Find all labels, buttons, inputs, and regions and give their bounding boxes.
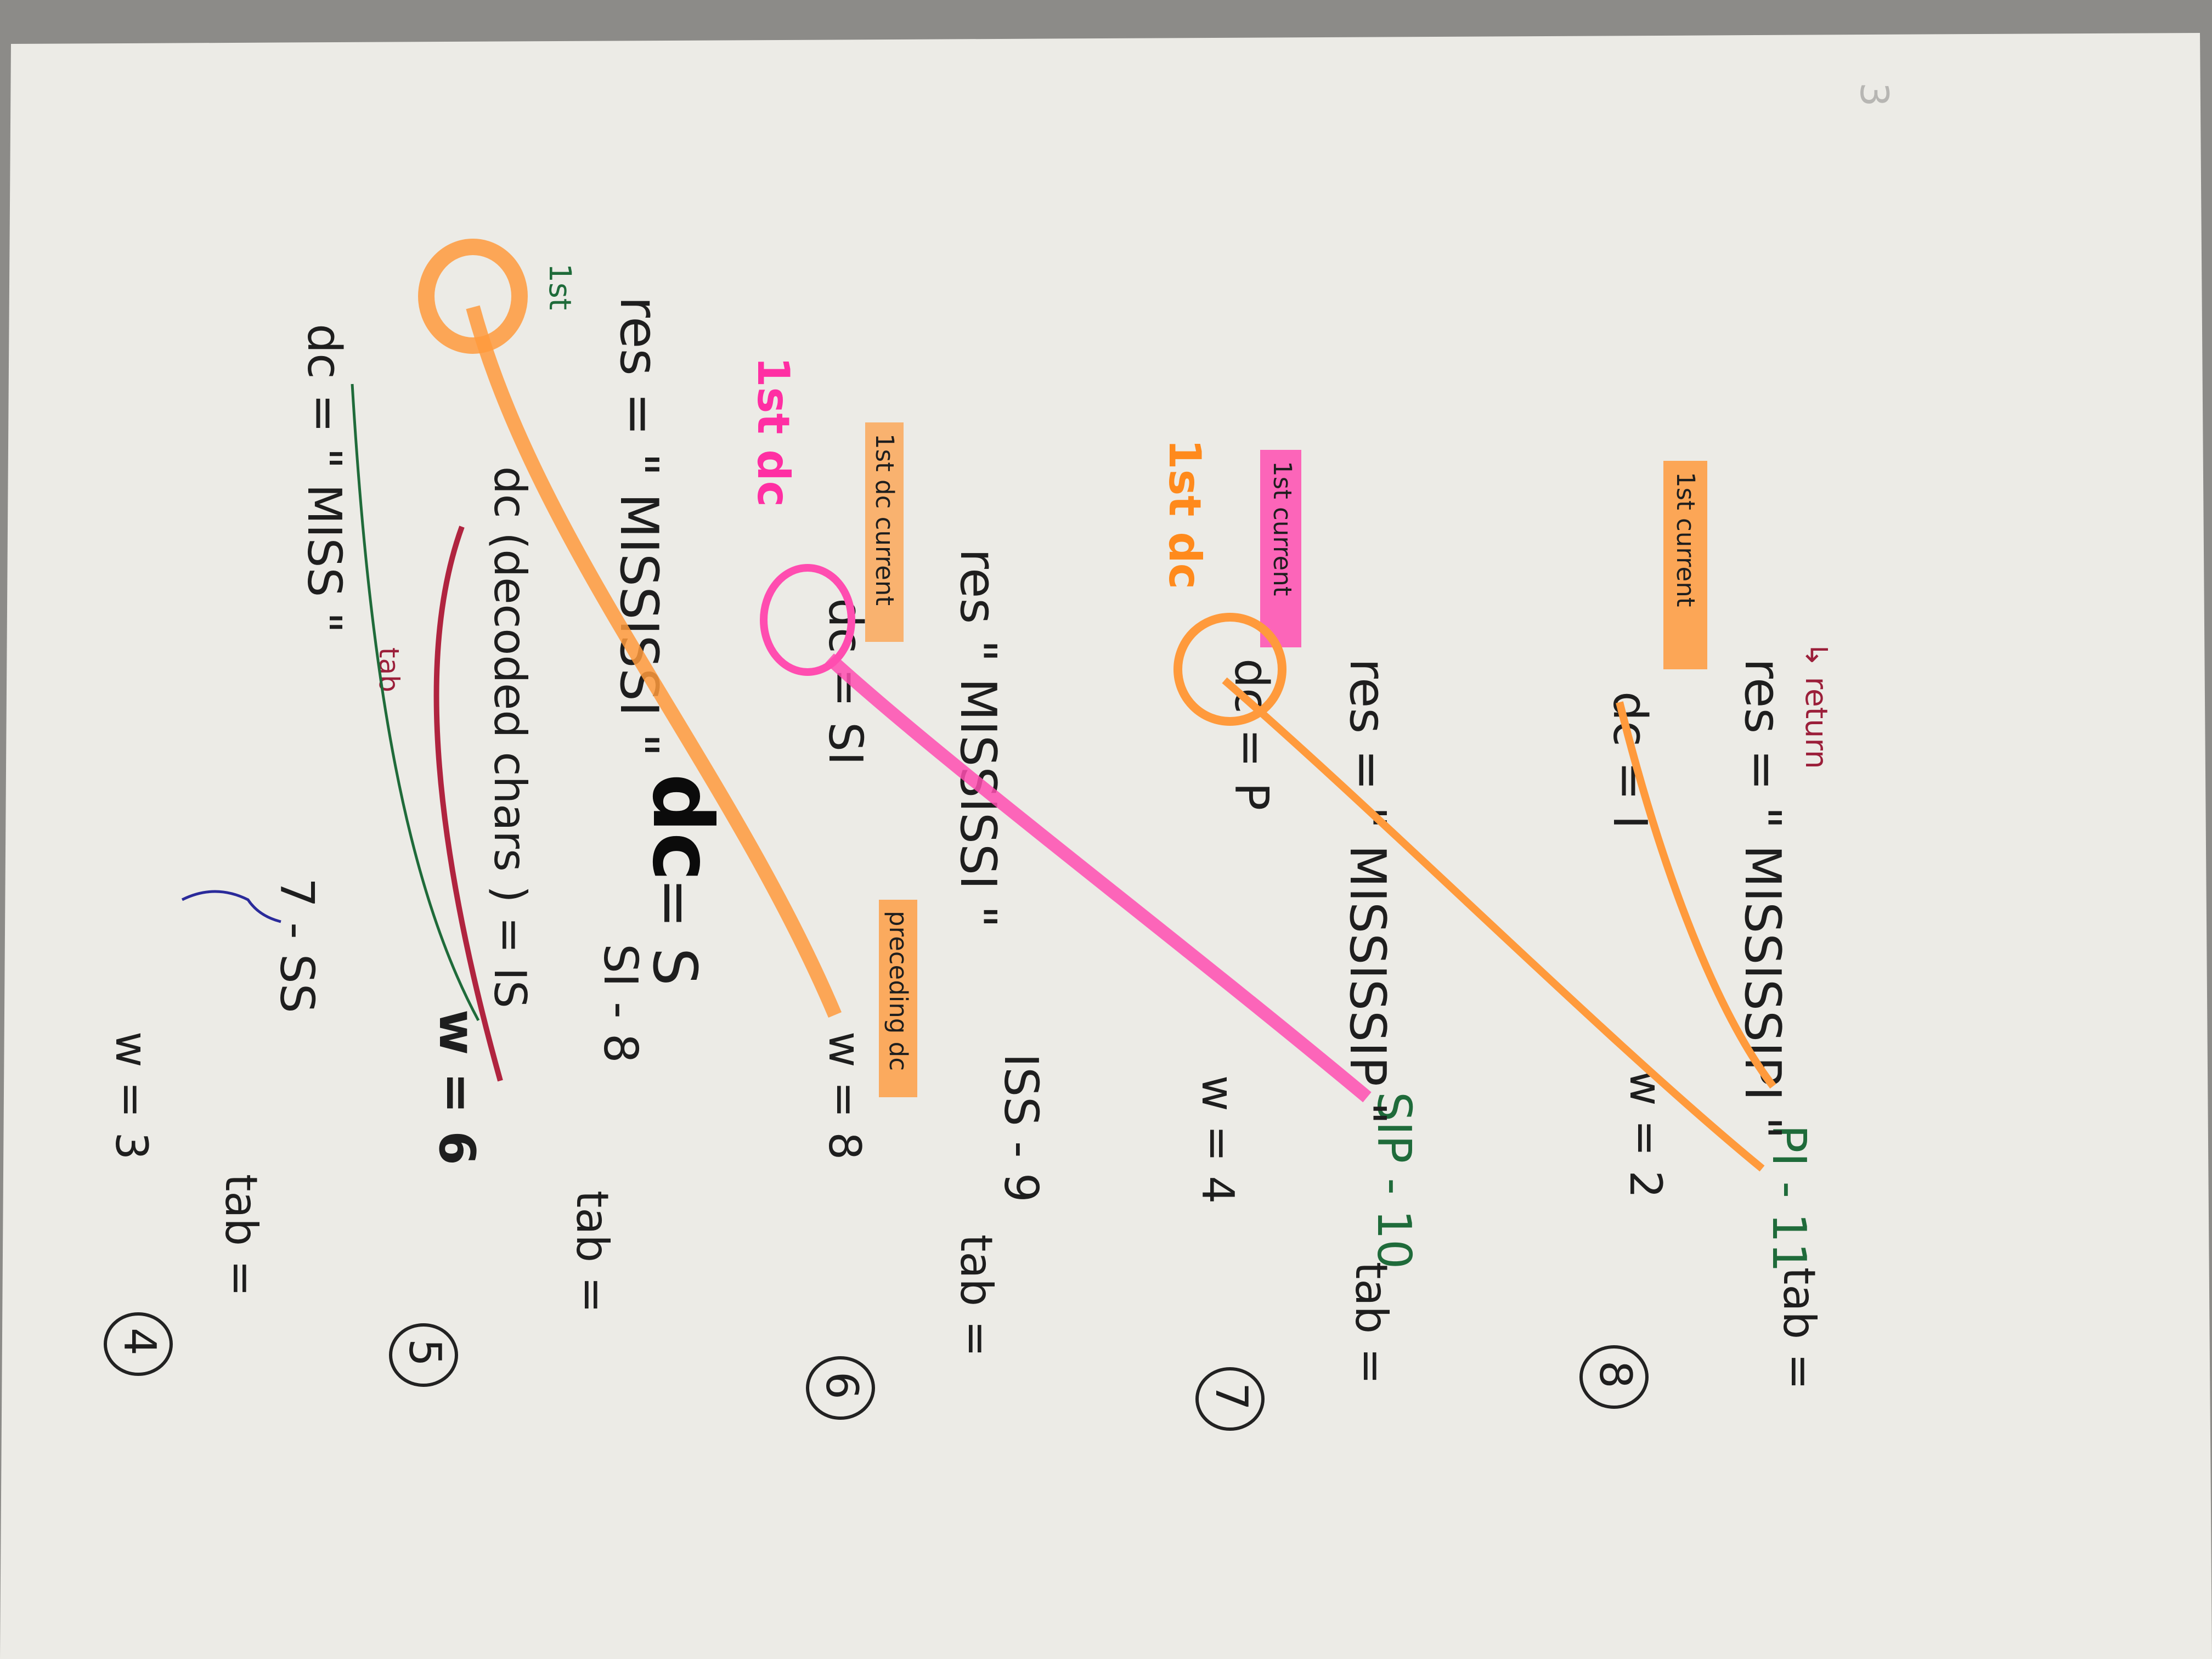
corner-number: 3 xyxy=(1852,82,1897,107)
step-7-dc-note-highlight xyxy=(1260,450,1301,647)
step-4-dc: dc = " MISS " xyxy=(297,324,351,634)
step-4-tab-entry: 7 - SS xyxy=(269,878,324,1013)
svg-text:4: 4 xyxy=(114,1328,165,1356)
step-7-dc-circle xyxy=(1173,613,1286,726)
step-8-tab: tab = xyxy=(1774,1267,1825,1390)
step-7-dc: dc = P xyxy=(1224,658,1278,810)
dc-header-value: = S xyxy=(640,878,710,986)
svg-text:6: 6 xyxy=(816,1372,867,1400)
step-6-dc-note-highlight xyxy=(865,422,904,642)
step-7-first-dc-label: 1st dc xyxy=(1159,439,1210,589)
step-5-tab: tab = xyxy=(567,1190,618,1313)
step-7-tab-entry: SIP - 10 xyxy=(1367,1092,1421,1269)
step-4-tab: tab = xyxy=(216,1174,267,1297)
step-6-number: 6 xyxy=(806,1356,875,1420)
step-5-number: 5 xyxy=(389,1323,458,1387)
step-5-tab-entry: SI - 8 xyxy=(593,944,647,1063)
orange-arrow-3 xyxy=(1616,701,1776,1089)
step-8-number: 8 xyxy=(1579,1345,1649,1409)
orange-arrow-1 xyxy=(466,305,842,1018)
step-6-tab: tab = xyxy=(951,1234,1002,1357)
step-5-dc-note: 1st xyxy=(543,263,578,310)
step-8-dc-note: 1st current xyxy=(1671,472,1700,607)
step-5-scribble xyxy=(433,526,503,1082)
orange-arrow-2 xyxy=(1222,677,1765,1172)
step-7-w: w = 4 xyxy=(1192,1075,1243,1204)
step-7-tab: tab = xyxy=(1346,1262,1397,1385)
step-8-dc-note-highlight xyxy=(1663,461,1707,669)
step-6-w: w = 8 xyxy=(819,1031,870,1160)
step-6-tab-entry: ISS - 9 xyxy=(994,1053,1048,1203)
step-6-preceding-dc-label: preceding dc xyxy=(884,911,913,1071)
step-6-dc-circle xyxy=(760,564,855,676)
step-8-res: res = " MISSISSIPI " xyxy=(1734,658,1791,1139)
svg-text:8: 8 xyxy=(1590,1361,1641,1389)
svg-text:5: 5 xyxy=(399,1339,450,1367)
step-4-w: w = 3 xyxy=(106,1031,157,1160)
step-8-w: w = 2 xyxy=(1620,1070,1671,1198)
step-6-preceding-highlight xyxy=(879,900,917,1097)
step-6-res: res " MISSISSI " xyxy=(949,549,1007,928)
step-4-number: 4 xyxy=(104,1312,173,1376)
step-6-first-dc-label: 1st dc xyxy=(748,357,799,507)
step-7-res: res = " MISSISSIP " xyxy=(1339,658,1396,1125)
step-4-brace xyxy=(181,890,281,923)
step-5-dc-circle xyxy=(418,239,528,354)
paper-sheet xyxy=(0,33,2212,1659)
step-6-dc-note: 1st dc current xyxy=(870,433,899,606)
step-7-dc-note: 1st current xyxy=(1268,461,1297,596)
step-7-number: 7 xyxy=(1195,1367,1265,1431)
step-8-tab-entry: PI - 11 xyxy=(1762,1125,1816,1272)
pink-arrow xyxy=(825,653,1372,1103)
step-5-w: w = 6 xyxy=(428,1009,486,1165)
step-8-return-note: ↳ return xyxy=(1799,642,1834,769)
green-arrow xyxy=(351,383,480,1022)
svg-text:7: 7 xyxy=(1206,1383,1257,1410)
step-5-dc: dc (decoded chars ) = IS xyxy=(484,466,535,1008)
